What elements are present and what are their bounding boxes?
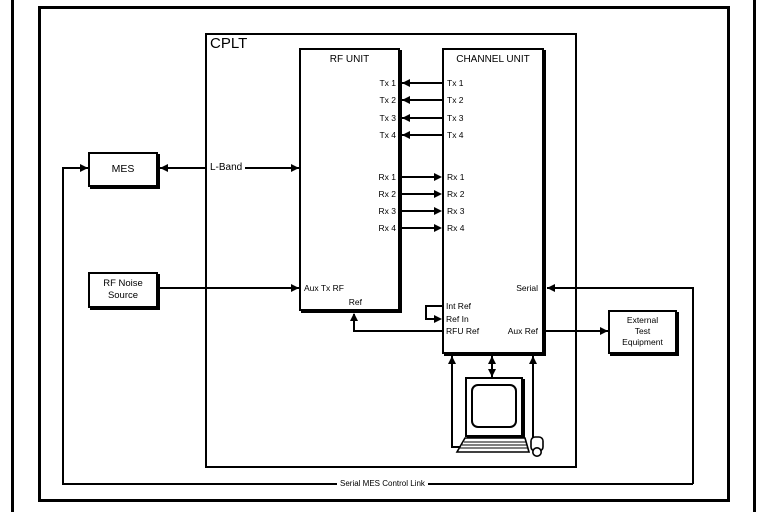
rf-unit-tx1-label: Tx 1 [379,78,396,88]
rf-unit-rx2-label: Rx 2 [378,189,396,199]
tx2-line [402,99,442,101]
external-test-equipment-box: External Test Equipment [608,310,677,354]
monitor-screen [471,384,517,428]
serial-port-label: Serial [516,283,538,293]
tx3-line [402,117,442,119]
tx4-line [402,134,442,136]
rx2-line [400,193,440,195]
rx3-line [400,210,440,212]
monitor-link-vertical [491,356,493,377]
ref-in-arrowhead-icon [434,315,442,323]
channel-unit-tx1-label: Tx 1 [447,78,464,88]
channel-unit-rx4-label: Rx 4 [447,223,465,233]
tx1-line [402,82,442,84]
aux-ref-port-label: Aux Ref [507,326,538,336]
tx4-arrowhead-icon [402,131,410,139]
rf-unit-tx3-label: Tx 3 [379,113,396,123]
monitor-link-arrowhead-up-icon [488,356,496,364]
rx4-line [400,227,440,229]
serial-mes-control-link-label: Serial MES Control Link [337,479,428,489]
channel-unit-tx2-label: Tx 2 [447,95,464,105]
monitor-body [465,377,523,437]
ref-in-port-label: Ref In [446,314,469,324]
rf-unit-tx2-label: Tx 2 [379,95,396,105]
rfu-ref-arrowhead-icon [350,313,358,321]
aux-tx-rf-port-label: Aux Tx RF [304,283,344,293]
int-ref-loop-side [425,305,427,320]
rfu-ref-port-label: RFU Ref [446,326,480,336]
rx2-arrowhead-icon [434,190,442,198]
rf-unit-ref-port-label: Ref [348,297,362,307]
l-band-arrowhead-into-rf-unit-icon [291,164,299,172]
mouse-link-arrowhead-icon [529,356,537,364]
external-test-equipment-label-line1: External [626,315,659,325]
rf-noise-source-label-line2: Source [107,290,139,301]
mouse-link-vertical [532,356,534,439]
tx1-arrowhead-icon [402,79,410,87]
cplt-label: CPLT [210,35,248,52]
int-ref-port-label: Int Ref [446,301,472,311]
serial-line-right-horizontal [547,287,693,289]
rx4-arrowhead-icon [434,224,442,232]
rfu-ref-line-vertical [353,314,355,332]
rf-unit-box [299,48,400,311]
keyboard-and-mouse-icon [455,436,544,457]
serial-arrowhead-into-mes-icon [80,164,88,172]
channel-unit-tx4-label: Tx 4 [447,130,464,140]
keyboard-link-vertical [451,356,453,448]
channel-unit-rx1-label: Rx 1 [447,172,465,182]
rf-noise-arrowhead-icon [291,284,299,292]
tx2-arrowhead-icon [402,96,410,104]
channel-unit-rx2-label: Rx 2 [447,189,465,199]
l-band-label: L-Band [207,162,246,174]
tx3-arrowhead-icon [402,114,410,122]
int-ref-loop-bottom [425,318,437,320]
serial-line-left-vertical [62,167,64,484]
serial-line-right-vertical [692,287,694,484]
serial-line-into-mes [62,167,88,169]
rf-noise-line [160,287,299,289]
channel-unit-rx3-label: Rx 3 [447,206,465,216]
channel-unit-tx3-label: Tx 3 [447,113,464,123]
serial-arrowhead-into-channel-unit-icon [547,284,555,292]
mes-box: MES [88,152,158,187]
rfu-ref-line-horizontal [354,330,442,332]
external-test-equipment-label-line2: Test [634,326,651,336]
channel-unit-box [442,48,544,354]
aux-ref-line [546,330,608,332]
channel-unit-title: CHANNEL UNIT [456,54,530,65]
rf-noise-source-box: RF Noise Source [88,272,158,308]
page-border-left [11,0,14,512]
rx1-line [400,176,440,178]
rf-unit-rx4-label: Rx 4 [378,223,396,233]
l-band-arrowhead-into-mes-icon [160,164,168,172]
page-border-right [753,0,756,512]
int-ref-loop-top [425,305,442,307]
rf-noise-source-label-line1: RF Noise [103,278,143,289]
external-test-equipment-label-line3: Equipment [622,337,663,347]
keyboard-link-arrowhead-icon [448,356,456,364]
outer-frame [38,6,730,502]
monitor-link-arrowhead-down-icon [488,369,496,377]
rf-unit-title: RF UNIT [329,54,370,65]
rf-unit-tx4-label: Tx 4 [379,130,396,140]
rx1-arrowhead-icon [434,173,442,181]
rf-unit-rx3-label: Rx 3 [378,206,396,216]
keyboard-link-horizontal [451,446,463,448]
rf-unit-rx1-label: Rx 1 [378,172,396,182]
mes-label: MES [111,163,135,175]
aux-ref-arrowhead-icon [600,327,608,335]
rx3-arrowhead-icon [434,207,442,215]
